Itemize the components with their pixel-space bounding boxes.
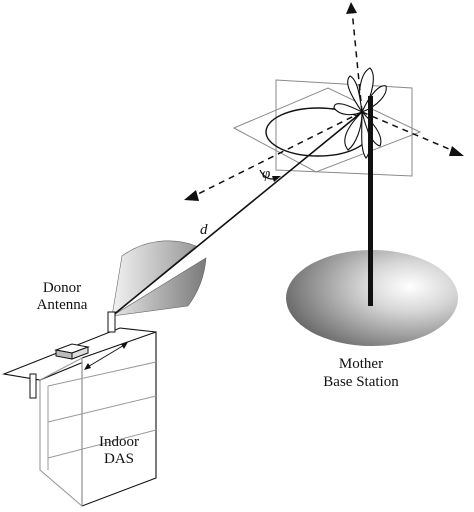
arrow-right [449,146,464,156]
cable-arrow-end [121,342,128,349]
lobe [344,110,363,151]
donor-antenna-beam [111,240,207,317]
arrow-up [346,2,357,14]
arrow-left [184,190,199,201]
base-station-axes [193,9,457,197]
horizontal-axis-left [193,111,363,197]
distance-label: d [200,222,208,238]
building-floor-lines [47,361,157,470]
indoor-das-label-line2: DAS [104,451,134,467]
horizontal-plane [232,87,422,173]
angle-phi-arrowhead [272,176,281,182]
base-station-mast [368,96,373,306]
building-side-wall [39,357,83,508]
lobe [333,103,364,116]
indoor-das-label-line1: Indoor [99,434,139,450]
repeater-side [71,346,89,360]
indoor-antenna [29,373,37,399]
angle-label: φ [262,166,270,182]
axis-arrowheads [184,2,464,201]
donor-antenna-label-line1: Donor [43,280,81,296]
mother-bs-label-line1: Mother [339,356,383,372]
beam-sector [111,240,197,317]
donor-antenna-pole [107,311,116,333]
building-front-wall [81,331,157,507]
mother-bs-label-line2: Base Station [323,374,399,390]
cable-arrow-start [84,363,91,370]
repeater-box [54,343,90,360]
floor-line [47,395,157,423]
floor-line [47,429,157,459]
donor-antenna [107,311,116,333]
distance-link-line [111,111,363,317]
donor-antenna-label-line2: Antenna [37,297,88,313]
roof-cable [85,343,127,369]
beam-sector-lower [111,257,207,317]
floor-line [47,361,157,387]
